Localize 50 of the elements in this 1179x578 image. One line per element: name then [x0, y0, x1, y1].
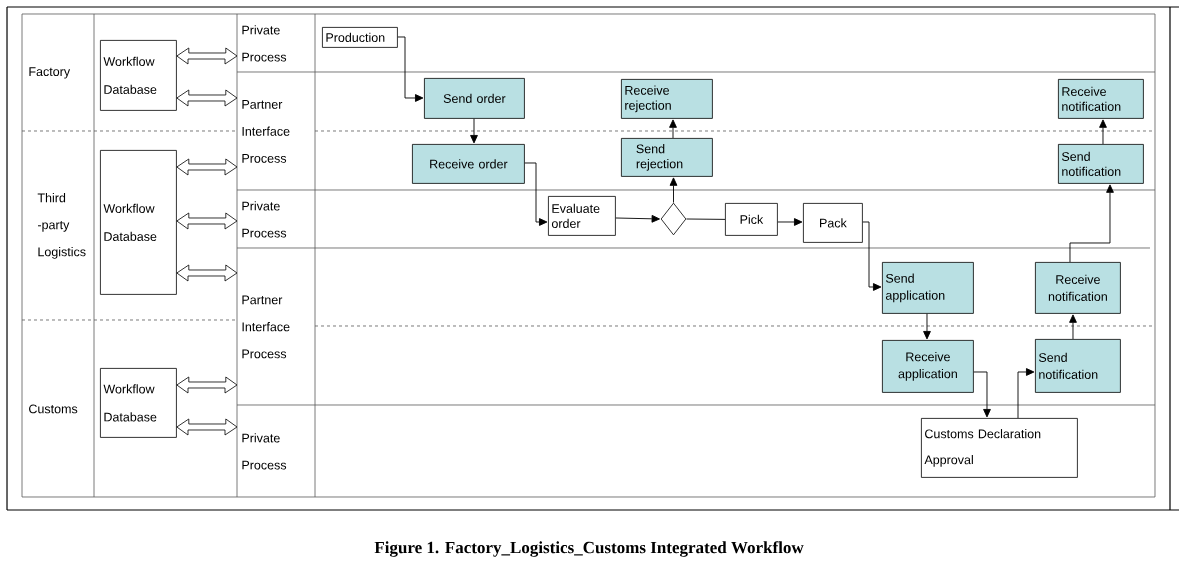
arrow — [397, 36, 424, 102]
process-label: Partner Interface Process — [242, 295, 290, 359]
interface-box: Send application — [882, 262, 974, 314]
connector-line — [685, 218, 726, 220]
lane-label: Factory — [29, 67, 71, 79]
lane-label: Customs — [29, 404, 78, 414]
figure-caption: Figure 1. Factory_Logistics_Customs Integrated Workflow — [374, 541, 804, 557]
interface-box: Send rejection — [621, 138, 713, 177]
arrow — [1069, 314, 1077, 340]
interface-box: Receive application — [882, 340, 974, 393]
arrow — [1099, 119, 1107, 145]
arrow — [1017, 368, 1035, 419]
double-arrow — [176, 212, 238, 230]
arrow — [669, 177, 678, 204]
process-label: Private Process — [242, 25, 287, 62]
arrow — [470, 118, 478, 144]
double-arrow — [176, 264, 238, 282]
arrow — [923, 313, 931, 340]
interface-box: Send notification — [1058, 144, 1144, 184]
process-box: Production — [322, 27, 398, 48]
double-arrow — [176, 418, 238, 436]
arrow — [777, 218, 803, 226]
interface-box: Receive order — [412, 144, 525, 184]
double-arrow — [176, 376, 238, 394]
arrow — [1069, 184, 1114, 263]
interface-box: Receive notification — [1058, 79, 1144, 119]
double-arrow — [176, 47, 238, 65]
database-box: Workflow Database — [100, 150, 177, 295]
arrow — [615, 214, 660, 223]
database-box: Workflow Database — [100, 368, 177, 438]
process-label: Private Process — [242, 201, 287, 238]
interface-box: Receive rejection — [621, 79, 713, 119]
database-box: Workflow Database — [100, 40, 177, 111]
arrow — [524, 162, 548, 226]
arrow — [862, 221, 882, 291]
lane-label: Third -party Logistics — [37, 193, 86, 259]
double-arrow — [176, 158, 238, 176]
decision-diamond — [660, 202, 687, 236]
process-label: Partner Interface Process — [242, 100, 290, 163]
double-arrow — [176, 89, 238, 107]
interface-box: Send notification — [1035, 339, 1121, 393]
process-box: Pick — [725, 203, 778, 236]
process-box: Customs Declaration Approval — [921, 418, 1078, 478]
process-box: Evaluate order — [548, 196, 616, 236]
interface-box: Receive notification — [1035, 262, 1121, 314]
interface-box: Send order — [424, 78, 525, 119]
arrow — [669, 119, 677, 139]
process-label: Private Process — [242, 433, 287, 470]
arrow — [973, 371, 991, 418]
process-box: Pack — [803, 203, 863, 243]
